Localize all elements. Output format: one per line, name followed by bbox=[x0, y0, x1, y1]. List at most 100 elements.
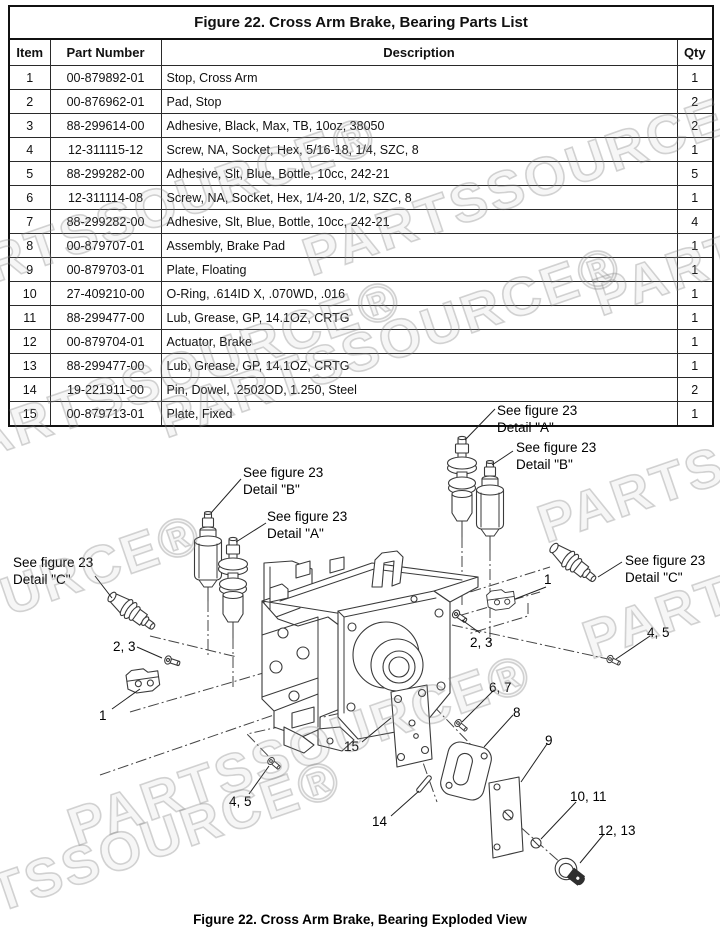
floating-plate-9 bbox=[488, 776, 524, 859]
callout-see-detail-b-right: See figure 23 Detail "B" bbox=[516, 440, 597, 472]
screw-2-3-right bbox=[450, 608, 469, 625]
cell-part-number: 88-299614-00 bbox=[49, 113, 162, 138]
cell-qty: 1 bbox=[676, 401, 714, 427]
bearing-stack-a-right bbox=[446, 435, 478, 538]
brake-actuator-12-13 bbox=[554, 857, 586, 886]
cell-part-number: 27-409210-00 bbox=[49, 281, 162, 306]
callout-see-detail-a-left: See figure 23 Detail "A" bbox=[267, 509, 348, 541]
cell-part-number: 00-879704-01 bbox=[49, 329, 162, 354]
cell-description: Assembly, Brake Pad bbox=[160, 233, 678, 258]
cell-part-number: 88-299282-00 bbox=[49, 161, 162, 186]
callout-see-detail-c-right: See figure 23 Detail "C" bbox=[625, 553, 706, 585]
callout-item-1-left: 1 bbox=[99, 708, 107, 723]
callout-see-detail-c-left: See figure 23 Detail "C" bbox=[13, 555, 94, 587]
callout-items-6-7: 6, 7 bbox=[489, 680, 512, 695]
cell-item: 2 bbox=[8, 89, 51, 114]
screw-4-5-bottom bbox=[265, 755, 283, 772]
callout-see-detail-b-left: See figure 23 Detail "B" bbox=[243, 465, 324, 497]
detail-c-assembly-right bbox=[545, 538, 602, 588]
cell-qty: 4 bbox=[676, 209, 714, 234]
bearing-stack-b-left bbox=[193, 511, 223, 602]
callout-item-8: 8 bbox=[513, 705, 521, 720]
cell-qty: 1 bbox=[676, 65, 714, 90]
table-header-row: Item Part Number Description Qty bbox=[8, 38, 714, 66]
table-title-row: Figure 22. Cross Arm Brake, Bearing Part… bbox=[8, 5, 714, 40]
cell-description: Screw, NA, Socket, Hex, 5/16-18, 1/4, SZ… bbox=[160, 137, 678, 162]
callout-item-15: 15 bbox=[344, 739, 360, 754]
callout-items-4-5-right: 4, 5 bbox=[647, 625, 670, 640]
column-header-description: Description bbox=[160, 38, 678, 66]
screw-2-3-left bbox=[163, 654, 182, 669]
cell-item: 14 bbox=[8, 377, 51, 402]
cell-qty: 5 bbox=[676, 161, 714, 186]
cell-description: Screw, NA, Socket, Hex, 1/4-20, 1/2, SZC… bbox=[160, 185, 678, 210]
cell-part-number: 00-879703-01 bbox=[49, 257, 162, 282]
callout-items-4-5-bottom: 4, 5 bbox=[229, 794, 252, 809]
cell-item: 11 bbox=[8, 305, 51, 330]
cell-item: 10 bbox=[8, 281, 51, 306]
cell-part-number: 00-879713-01 bbox=[49, 401, 162, 427]
cell-item: 15 bbox=[8, 401, 51, 427]
column-header-item: Item bbox=[8, 38, 51, 66]
cell-qty: 1 bbox=[676, 233, 714, 258]
cell-description: Lub, Grease, GP, 14.1OZ, CRTG bbox=[160, 305, 678, 330]
callout-items-2-3-right: 2, 3 bbox=[470, 635, 493, 650]
cell-description: Plate, Floating bbox=[160, 257, 678, 282]
cell-item: 6 bbox=[8, 185, 51, 210]
stop-bracket-right bbox=[485, 587, 517, 612]
cell-part-number: 00-876962-01 bbox=[49, 89, 162, 114]
cell-description: Adhesive, Slt, Blue, Bottle, 10cc, 242-2… bbox=[160, 209, 678, 234]
brake-pad-8 bbox=[440, 741, 492, 801]
cell-qty: 1 bbox=[676, 353, 714, 378]
cell-item: 5 bbox=[8, 161, 51, 186]
callout-see-detail-a-top: See figure 23 Detail "A" bbox=[497, 403, 578, 435]
cell-item: 1 bbox=[8, 65, 51, 90]
callout-items-12-13: 12, 13 bbox=[598, 823, 636, 838]
exploded-view-diagram: See figure 23 Detail "A" See figure 23 D… bbox=[0, 395, 720, 915]
cell-description: Actuator, Brake bbox=[160, 329, 678, 354]
o-ring-10-11 bbox=[530, 837, 542, 849]
bearing-stack-b-right bbox=[475, 460, 505, 551]
cell-qty: 2 bbox=[676, 89, 714, 114]
leader-lines bbox=[94, 408, 651, 864]
callout-item-1-right: 1 bbox=[544, 572, 552, 587]
callout-item-14: 14 bbox=[372, 814, 388, 829]
parts-list-table: Figure 22. Cross Arm Brake, Bearing Part… bbox=[8, 5, 715, 427]
cell-part-number: 88-299282-00 bbox=[49, 209, 162, 234]
stop-bracket-left bbox=[124, 666, 161, 695]
cell-description: Stop, Cross Arm bbox=[160, 65, 678, 90]
cell-qty: 1 bbox=[676, 257, 714, 282]
cell-item: 9 bbox=[8, 257, 51, 282]
cell-part-number: 12-311115-12 bbox=[49, 137, 162, 162]
column-header-part-number: Part Number bbox=[49, 38, 162, 66]
cell-item: 7 bbox=[8, 209, 51, 234]
cell-item: 8 bbox=[8, 233, 51, 258]
cell-description: Adhesive, Slt, Blue, Bottle, 10cc, 242-2… bbox=[160, 161, 678, 186]
table-title: Figure 22. Cross Arm Brake, Bearing Part… bbox=[8, 5, 714, 40]
screw-6-7 bbox=[452, 717, 470, 734]
cell-part-number: 19-221911-00 bbox=[49, 377, 162, 402]
cell-part-number: 00-879892-01 bbox=[49, 65, 162, 90]
exploded-view-drawing bbox=[94, 408, 651, 886]
cell-part-number: 12-311114-08 bbox=[49, 185, 162, 210]
cell-qty: 1 bbox=[676, 137, 714, 162]
column-header-qty: Qty bbox=[676, 38, 714, 66]
cell-part-number: 88-299477-00 bbox=[49, 353, 162, 378]
cell-qty: 2 bbox=[676, 377, 714, 402]
fixed-plate-15 bbox=[390, 684, 433, 768]
gearbox-body bbox=[261, 550, 479, 754]
callout-item-9: 9 bbox=[545, 733, 553, 748]
